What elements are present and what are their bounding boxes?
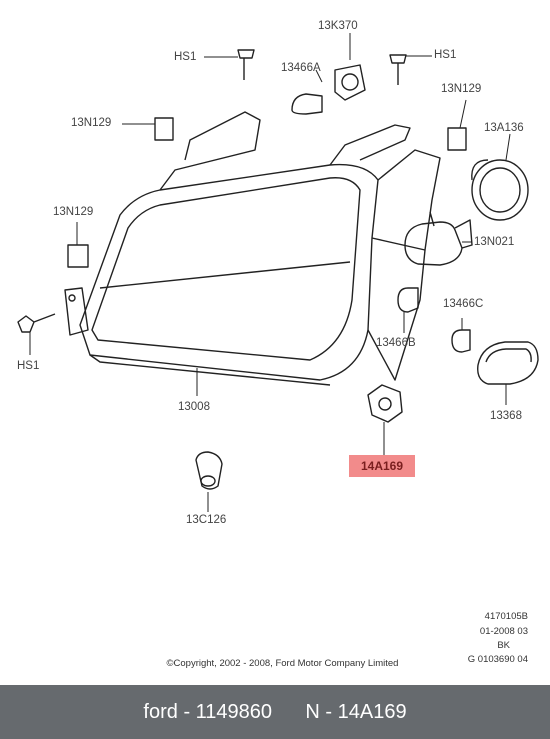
drawing-code: BK [497,640,510,651]
headlamp-housing [79,163,379,381]
label-14a169-highlighted: 14A169 [349,455,415,477]
label-13c126: 13C126 [186,514,227,526]
headlamp-exploded-diagram [17,33,539,512]
footer-ref: N - 14A169 [305,700,407,723]
label-13k370: 13K370 [318,20,358,32]
label-13n129-left: 13N129 [71,117,112,129]
label-hs1-bottom: HS1 [17,360,40,372]
label-hs1-top-left: HS1 [174,51,197,63]
label-13n129-right: 13N129 [441,83,482,95]
headlamp-lens [91,177,361,361]
footer-bar: ford - 1149860 N - 14A169 [0,685,550,739]
drawing-date: 01-2008 03 [479,626,528,637]
screw-hs1-top-left [237,49,255,80]
footer-spacer [272,701,305,724]
bulb-13466b [397,287,419,313]
side-marker-lamp [477,341,539,385]
footer-part-number: ford - 1149860 [143,700,273,723]
left-mount-bracket [64,287,89,336]
bulb-socket-14a169 [367,384,403,423]
clip-13n129-left [154,117,174,141]
grommet-13c126 [195,451,223,490]
label-13n129-mid: 13N129 [53,206,94,218]
drawing-reference: G 0103690 04 [467,654,528,665]
bulb-socket-13k370 [334,64,366,101]
bulb-cover [471,159,529,221]
copyright-notice: ©Copyright, 2002 - 2008, Ford Motor Comp… [166,658,399,669]
screw-hs1-top-right [389,54,407,85]
label-13466c: 13466C [443,298,484,310]
clip-13n129-mid [67,244,89,268]
bulb-13466a [291,93,323,115]
clip-13n129-right [447,127,467,151]
rear-housing [371,149,441,251]
bulb-13466c [451,329,471,353]
label-hs1-top-right: HS1 [434,49,457,61]
screw-hs1-bottom [17,313,56,333]
label-13466b: 13466B [376,337,416,349]
label-13a136: 13A136 [484,122,524,134]
headlamp-bulb [404,221,463,266]
label-13n021: 13N021 [474,236,515,248]
label-13008: 13008 [178,401,210,413]
label-13368: 13368 [490,410,522,422]
label-13466a: 13466A [281,62,321,74]
drawing-number: 4170105B [484,611,528,622]
